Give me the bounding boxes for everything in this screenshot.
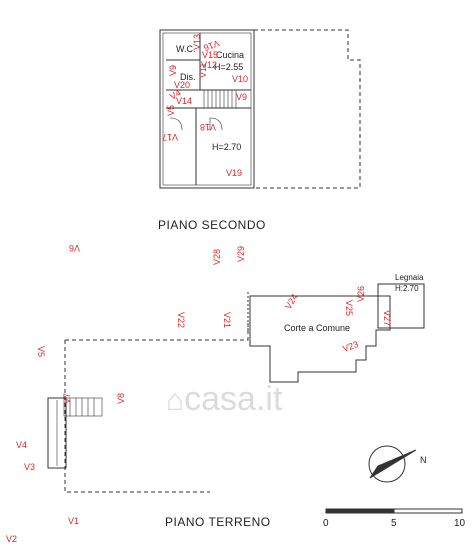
mark: V3 <box>24 462 35 472</box>
mark: V25 <box>344 300 354 316</box>
ground-outline-left <box>64 340 210 493</box>
room-label-wc: W.C. <box>176 44 196 54</box>
mark: V9 <box>168 65 178 76</box>
mark: V1 <box>68 516 79 526</box>
mark: V22 <box>176 312 186 328</box>
upper-terrace-outline <box>254 29 361 189</box>
heading-piano-secondo: PIANO SECONDO <box>158 218 266 232</box>
compass-icon <box>368 445 417 483</box>
room-label-kitchen: Cucina <box>216 50 244 60</box>
watermark: ⌂casa.it <box>166 380 282 419</box>
scale-label-5: 5 <box>391 518 397 529</box>
mark: V6 <box>69 243 80 253</box>
upper-marks: V13 V12 V16 V10 V11 V9 V4 V5 V9 V17 V18 … <box>162 34 248 178</box>
mark: V26 <box>356 286 366 302</box>
mark: V15 <box>202 50 218 60</box>
room-label-shed: Legnaia <box>395 273 424 282</box>
mark: V14 <box>176 96 192 106</box>
mark: V23 <box>341 339 359 354</box>
mark: V5 <box>36 346 46 357</box>
mark: V9 <box>236 92 247 102</box>
mark: V18 <box>200 122 216 132</box>
ground-stair <box>47 397 103 469</box>
room-label-dis: Dis. <box>180 72 196 82</box>
scale-bar <box>325 508 463 514</box>
shed-outline <box>377 283 425 329</box>
mark: V11 <box>198 63 208 78</box>
mark: V28 <box>212 249 222 265</box>
mark: V5 <box>166 105 176 116</box>
mark: V8 <box>116 393 126 404</box>
mark: V29 <box>236 246 246 262</box>
upper-floor-outline <box>159 29 255 189</box>
watermark-house-icon: ⌂ <box>166 384 185 417</box>
mark: V4 <box>168 88 183 102</box>
mark: V12 <box>201 60 217 70</box>
mark: V20 <box>174 80 190 90</box>
mark: V19 <box>226 168 242 178</box>
mark: V10 <box>232 74 248 84</box>
heading-piano-terreno: PIANO TERRENO <box>165 515 271 529</box>
mark: V21 <box>222 312 232 328</box>
watermark-text: casa.it <box>184 380 283 418</box>
mark: V24 <box>283 292 300 311</box>
mark: V2 <box>6 534 17 544</box>
room-label-kitchen-height: H=2.55 <box>214 62 243 72</box>
scale-label-0: 0 <box>323 518 329 529</box>
mark: V13 <box>192 34 202 50</box>
room-label-shed-height: H:2.70 <box>395 284 419 293</box>
court-outline <box>249 295 391 383</box>
mark: V17 <box>162 132 178 142</box>
room-label-room-height: H=2.70 <box>212 142 241 152</box>
ground-outline-top <box>65 320 249 341</box>
mark: V7 <box>62 393 72 404</box>
upper-stair <box>203 89 237 109</box>
room-label-court: Corte a Comune <box>284 323 350 333</box>
ground-marks: V6 V28 V29 V22 V21 V24 V25 V26 V27 V23 V… <box>6 243 392 544</box>
mark: V4 <box>16 440 27 450</box>
mark: V27 <box>382 310 392 326</box>
compass-label: N <box>420 455 427 465</box>
scale-label-10: 10 <box>454 518 466 529</box>
